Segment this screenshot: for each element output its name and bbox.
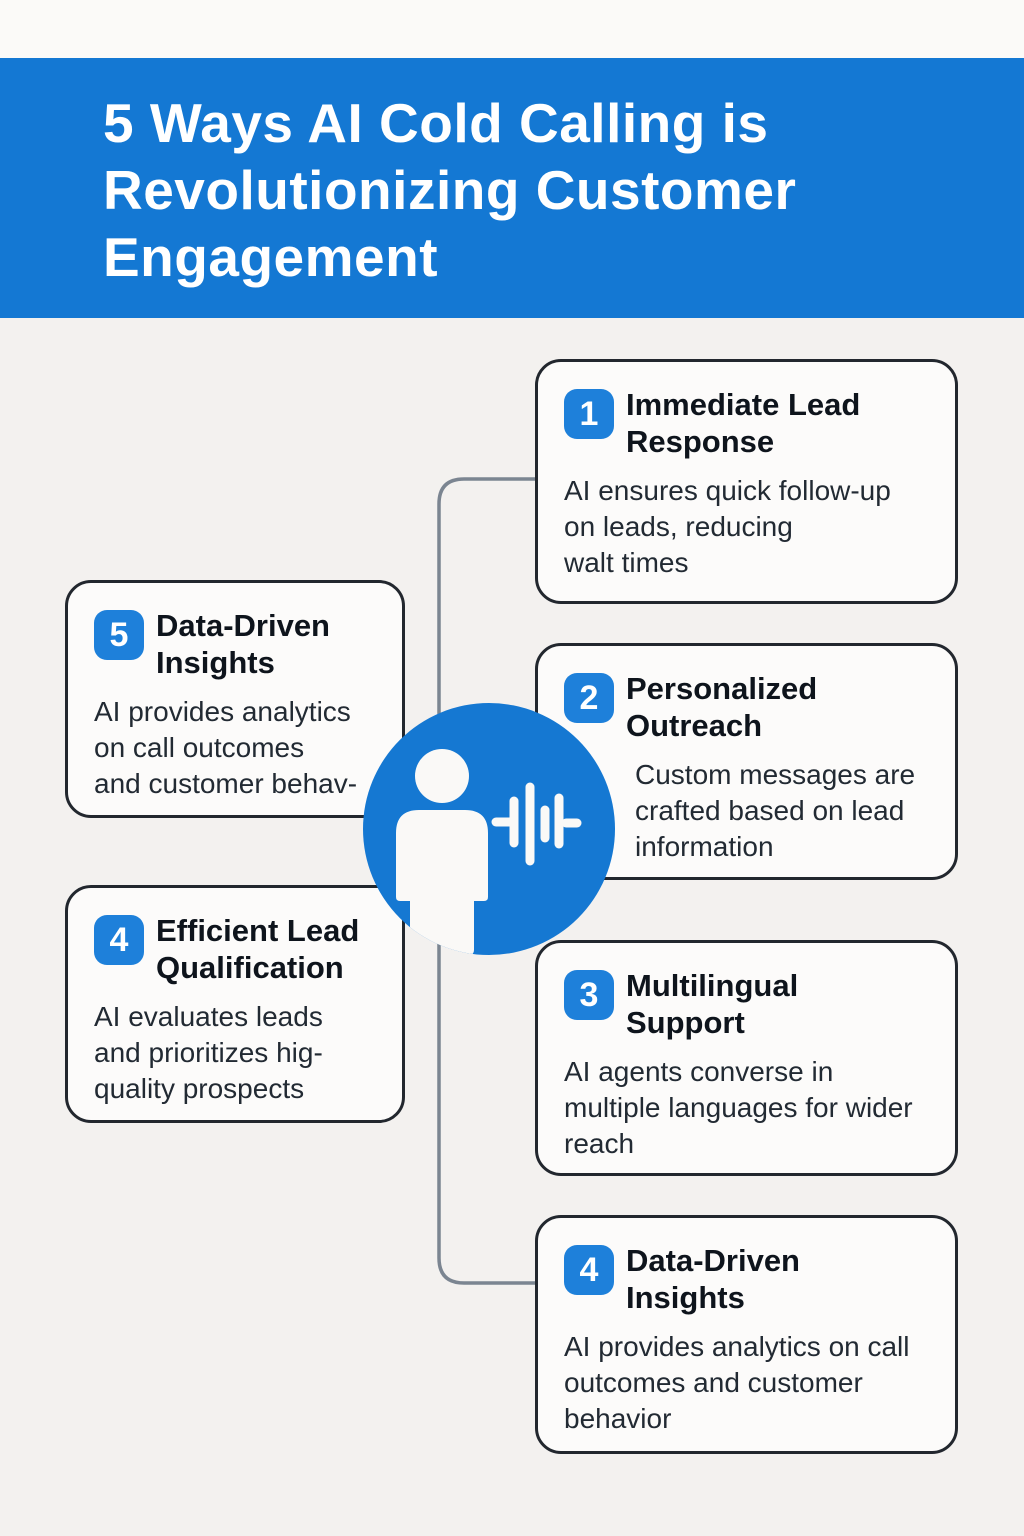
card-header: 5 Data-Driven Insights <box>94 607 380 681</box>
card-data-driven-insights-bottom: 4 Data-Driven Insights AI provides analy… <box>535 1215 958 1454</box>
card-multilingual-support: 3 Multilingual Support AI agents convers… <box>535 940 958 1176</box>
card-body: AI provides analytics on call outcomes a… <box>564 1331 910 1434</box>
card-title: Personalized Outreach <box>626 671 818 743</box>
card-title: Data-Driven Insights <box>156 608 330 680</box>
number-badge: 4 <box>564 1245 614 1295</box>
top-strip <box>0 0 1024 58</box>
card-title: Multilingual Support <box>626 968 799 1040</box>
card-body: AI provides analytics on call outcomes a… <box>94 696 358 799</box>
page-title: 5 Ways AI Cold Calling is Revolutionizin… <box>103 92 797 288</box>
number-badge: 3 <box>564 970 614 1020</box>
header-banner: 5 Ways AI Cold Calling is Revolutionizin… <box>0 58 1024 318</box>
card-header: 4 Efficient Lead Qualification <box>94 912 380 986</box>
person-torso <box>396 810 488 955</box>
card-title: Immediate Lead Response <box>626 387 861 459</box>
card-body: AI evaluates leads and prioritizes hig- … <box>94 1001 323 1104</box>
person-head <box>415 749 469 803</box>
card-title: Efficient Lead Qualification <box>156 913 360 985</box>
card-data-driven-insights-left: 5 Data-Driven Insights AI provides analy… <box>65 580 405 818</box>
card-immediate-lead-response: 1 Immediate Lead Response AI ensures qui… <box>535 359 958 604</box>
number-badge: 4 <box>94 915 144 965</box>
card-header: 1 Immediate Lead Response <box>564 386 933 460</box>
card-header: 4 Data-Driven Insights <box>564 1242 933 1316</box>
card-title: Data-Driven Insights <box>626 1243 800 1315</box>
card-header: 3 Multilingual Support <box>564 967 933 1041</box>
card-efficient-lead-qualification: 4 Efficient Lead Qualification AI evalua… <box>65 885 405 1123</box>
card-body: Custom messages are crafted based on lea… <box>635 759 916 862</box>
card-body: AI agents converse in multiple languages… <box>564 1056 913 1159</box>
person-voice-waveform-icon <box>363 703 615 955</box>
card-header: 2 Personalized Outreach <box>564 670 933 744</box>
card-body: AI ensures quick follow-up on leads, red… <box>564 475 891 578</box>
waveform-bars <box>491 782 582 866</box>
number-badge: 2 <box>564 673 614 723</box>
number-badge: 5 <box>94 610 144 660</box>
number-badge: 1 <box>564 389 614 439</box>
